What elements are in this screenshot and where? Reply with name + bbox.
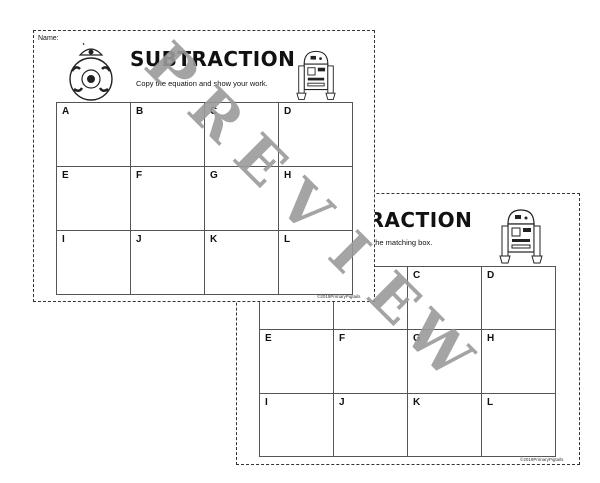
box-letter: C: [413, 270, 421, 281]
robot-icon: [296, 50, 336, 100]
box-letter: K: [413, 396, 421, 408]
box-letter: E: [265, 333, 272, 345]
box-letter: J: [136, 234, 142, 245]
answer-box[interactable]: B: [131, 103, 205, 167]
box-letter: F: [136, 170, 143, 181]
answer-box[interactable]: E: [260, 330, 334, 394]
box-letter: K: [210, 234, 218, 245]
worksheet-front: Name: SUBTRACTION Copy the equation and …: [33, 30, 375, 302]
box-letter: G: [210, 170, 218, 181]
box-letter: A: [62, 106, 70, 117]
box-letter: D: [487, 270, 495, 281]
box-letter: G: [413, 333, 421, 345]
answer-box[interactable]: H: [482, 330, 556, 394]
name-label: Name:: [38, 35, 59, 42]
box-letter: F: [339, 333, 346, 345]
answer-box[interactable]: C: [205, 103, 279, 167]
robot-icon: [499, 209, 543, 264]
box-letter: D: [284, 106, 292, 117]
answer-box[interactable]: G: [408, 330, 482, 394]
answer-box[interactable]: K: [205, 231, 279, 295]
box-letter: E: [62, 170, 69, 181]
copyright-text: ©2019PrimaryPigtails: [520, 457, 564, 462]
worksheet-instructions: Copy the equation and show your work.: [136, 79, 268, 88]
box-letter: B: [136, 106, 144, 117]
answer-box[interactable]: K: [408, 393, 482, 457]
box-letter: H: [487, 333, 495, 345]
box-letter: H: [284, 170, 292, 181]
worksheet-title: SUBTRACTION: [130, 47, 296, 71]
answer-box[interactable]: F: [131, 167, 205, 231]
answer-box[interactable]: I: [260, 393, 334, 457]
box-letter: I: [62, 234, 65, 245]
box-letter: L: [284, 234, 291, 245]
answer-box[interactable]: D: [482, 267, 556, 331]
copyright-text: ©2019PrimaryPigtails: [317, 294, 361, 299]
answer-box[interactable]: G: [205, 167, 279, 231]
box-letter: C: [210, 106, 218, 117]
box-letter: L: [487, 396, 494, 408]
ball-robot-icon: [69, 43, 113, 101]
box-letter: J: [339, 396, 345, 408]
answer-grid: A B C D E F G H I J K L: [56, 102, 353, 295]
answer-box[interactable]: J: [131, 231, 205, 295]
answer-box[interactable]: H: [279, 167, 353, 231]
answer-box[interactable]: D: [279, 103, 353, 167]
answer-box[interactable]: J: [334, 393, 408, 457]
answer-box[interactable]: L: [482, 393, 556, 457]
answer-box[interactable]: C: [408, 267, 482, 331]
answer-box[interactable]: I: [57, 231, 131, 295]
answer-box[interactable]: A: [57, 103, 131, 167]
box-letter: I: [265, 396, 268, 408]
answer-box[interactable]: F: [334, 330, 408, 394]
answer-box[interactable]: L: [279, 231, 353, 295]
answer-box[interactable]: E: [57, 167, 131, 231]
